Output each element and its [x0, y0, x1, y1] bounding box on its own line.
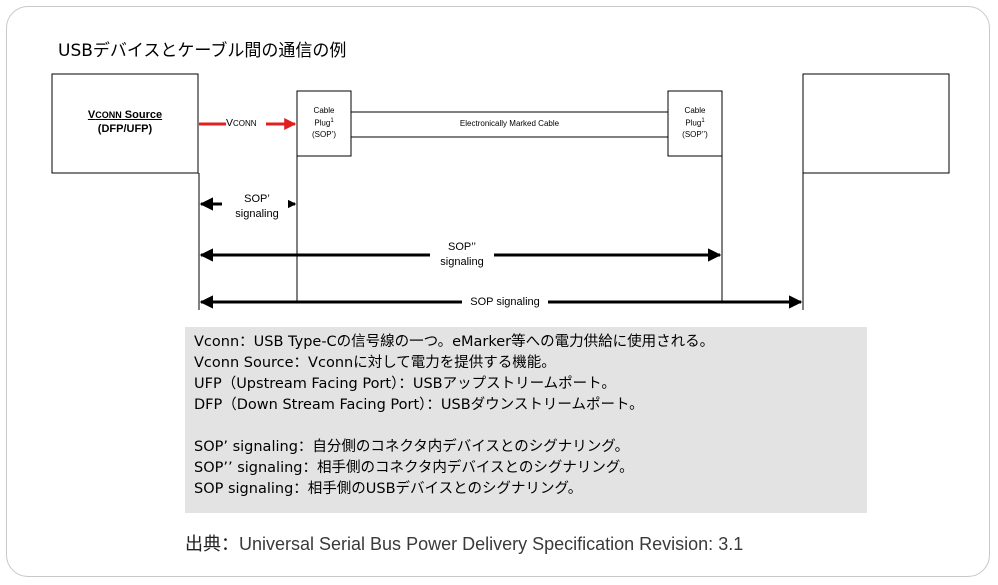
- vconn-arrow-label: VCONN: [226, 117, 257, 129]
- note-vconn-source: Vconn Source：Vconnに対して電力を提供する機能。: [194, 355, 556, 371]
- cable-plug-left-box: [296, 90, 352, 157]
- note-dfp: DFP（Down Stream Facing Port）：USBダウンストリーム…: [194, 397, 644, 413]
- vconn-source-smallcaps: CONN: [95, 110, 122, 120]
- source-text: Universal Serial Bus Power Delivery Spec…: [239, 534, 744, 554]
- plug-right-line3: (SOP’’): [682, 129, 708, 139]
- note-sop: SOP signaling：相手側のUSBデバイスとのシグナリング。: [194, 481, 583, 497]
- slide-title: USBデバイスとケーブル間の通信の例: [58, 41, 347, 61]
- vconn-label-smallcaps: CONN: [233, 119, 257, 128]
- sop-prime-line1: SOP’: [244, 193, 270, 205]
- sop-double-prime-signaling-label: SOP’’ signaling: [430, 240, 494, 270]
- definitions-box: Vconn：USB Type-Cの信号線の一つ。eMarker等への電力供給に使…: [185, 327, 867, 513]
- note-vconn: Vconn：USB Type-Cの信号線の一つ。eMarker等への電力供給に使…: [194, 334, 715, 350]
- plug-right-line2: Plug: [685, 118, 702, 128]
- note-ufp: UFP（Upstream Facing Port）：USBアップストリームポート…: [194, 376, 616, 392]
- plug-right-sup: 1: [701, 118, 705, 124]
- note-sop-prime: SOP’ signaling：自分側のコネクタ内デバイスとのシグナリング。: [194, 439, 630, 455]
- cable-plug-right-box: [667, 90, 723, 157]
- cable-plug-left-label: Cable Plug1 (SOP’): [297, 105, 351, 140]
- vconn-source-box: [51, 73, 199, 174]
- plug-left-line1: Cable: [313, 106, 335, 115]
- sop-signaling-label: SOP signaling: [462, 295, 548, 309]
- plug-left-line3: (SOP’): [312, 129, 336, 139]
- remote-device-box: [802, 73, 950, 174]
- note-sop-double-prime: SOP’’ signaling：相手側のコネクタ内デバイスとのシグナリング。: [194, 460, 634, 476]
- plug-right-line1: Cable: [684, 106, 706, 115]
- sop-prime-line2: signaling: [235, 208, 279, 220]
- vconn-source-rest: Source: [121, 109, 163, 121]
- note-spacer: [194, 416, 867, 437]
- cable-plug-right-label: Cable Plug1 (SOP’’): [668, 105, 722, 140]
- cable-label: Electronically Marked Cable: [459, 119, 560, 128]
- vconn-source-first: V: [87, 109, 96, 121]
- vconn-label-first: V: [226, 117, 234, 129]
- vconn-source-role: (DFP/UFP): [97, 123, 153, 135]
- plug-left-line2: Plug: [314, 118, 331, 128]
- sop-double-prime-line1: SOP’’: [448, 241, 476, 253]
- source-citation: 出典：Universal Serial Bus Power Delivery S…: [185, 530, 743, 556]
- sop-prime-signaling-label: SOP’ signaling: [226, 192, 288, 222]
- vconn-source-label: VCONN Source (DFP/UFP): [52, 108, 198, 136]
- sop-double-prime-line2: signaling: [440, 256, 484, 268]
- plug-left-sup: 1: [330, 118, 334, 124]
- source-label: 出典：: [185, 534, 239, 555]
